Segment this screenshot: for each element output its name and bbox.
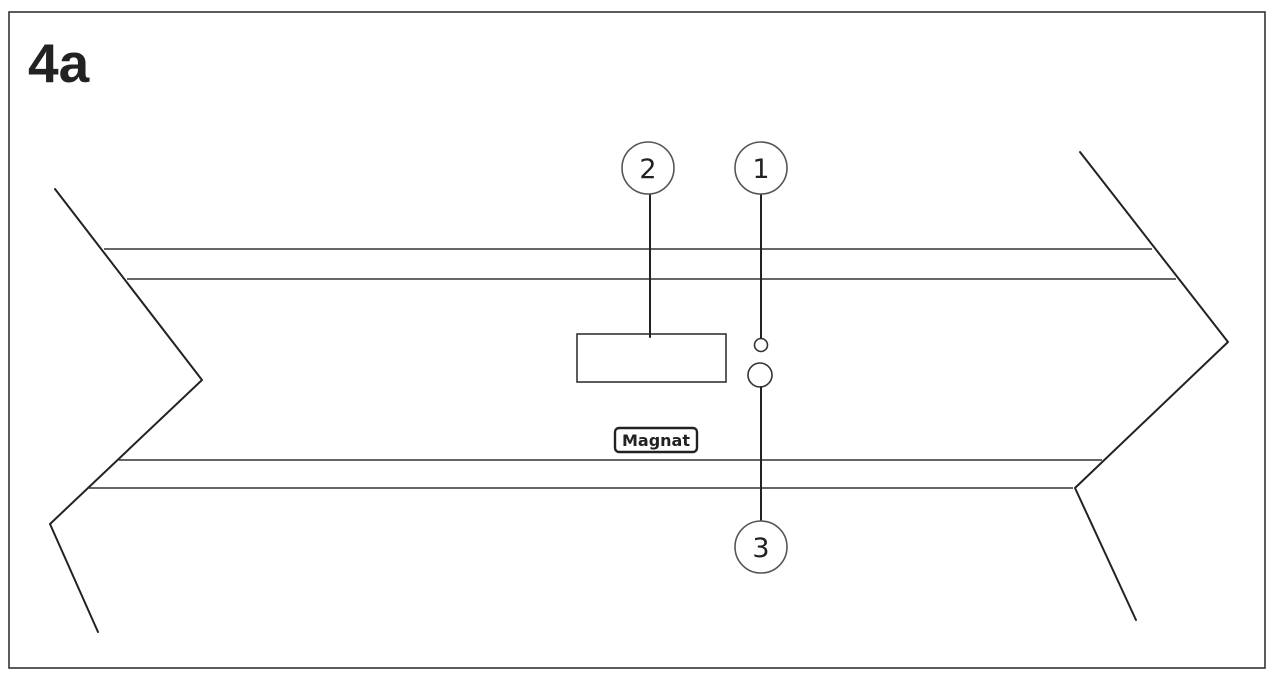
callout-3-number: 3 bbox=[752, 533, 769, 564]
brand-logo-text: Magnat bbox=[622, 431, 690, 450]
callout-2: 2 bbox=[621, 141, 675, 195]
figure-frame bbox=[8, 11, 1266, 669]
display-window bbox=[576, 333, 727, 383]
left-break-line bbox=[49, 188, 203, 633]
power-button bbox=[747, 362, 773, 388]
callout-1: 1 bbox=[734, 141, 788, 195]
brand-logo: Magnat bbox=[613, 426, 699, 454]
callout-3: 3 bbox=[734, 520, 788, 574]
indicator-led bbox=[753, 337, 769, 353]
callout-2-circle bbox=[621, 141, 675, 195]
callout-1-circle bbox=[734, 141, 788, 195]
callout-2-number: 2 bbox=[639, 154, 656, 185]
callout-3-circle bbox=[734, 520, 788, 574]
figure-label: 4a bbox=[28, 32, 90, 94]
right-break-line bbox=[1074, 151, 1229, 621]
callout-1-number: 1 bbox=[752, 154, 769, 185]
